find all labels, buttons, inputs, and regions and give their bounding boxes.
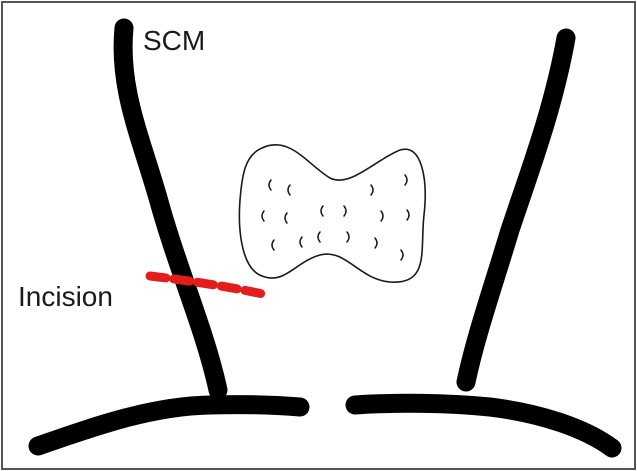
incision-label: Incision [18,281,113,312]
scm-label: SCM [143,25,205,56]
